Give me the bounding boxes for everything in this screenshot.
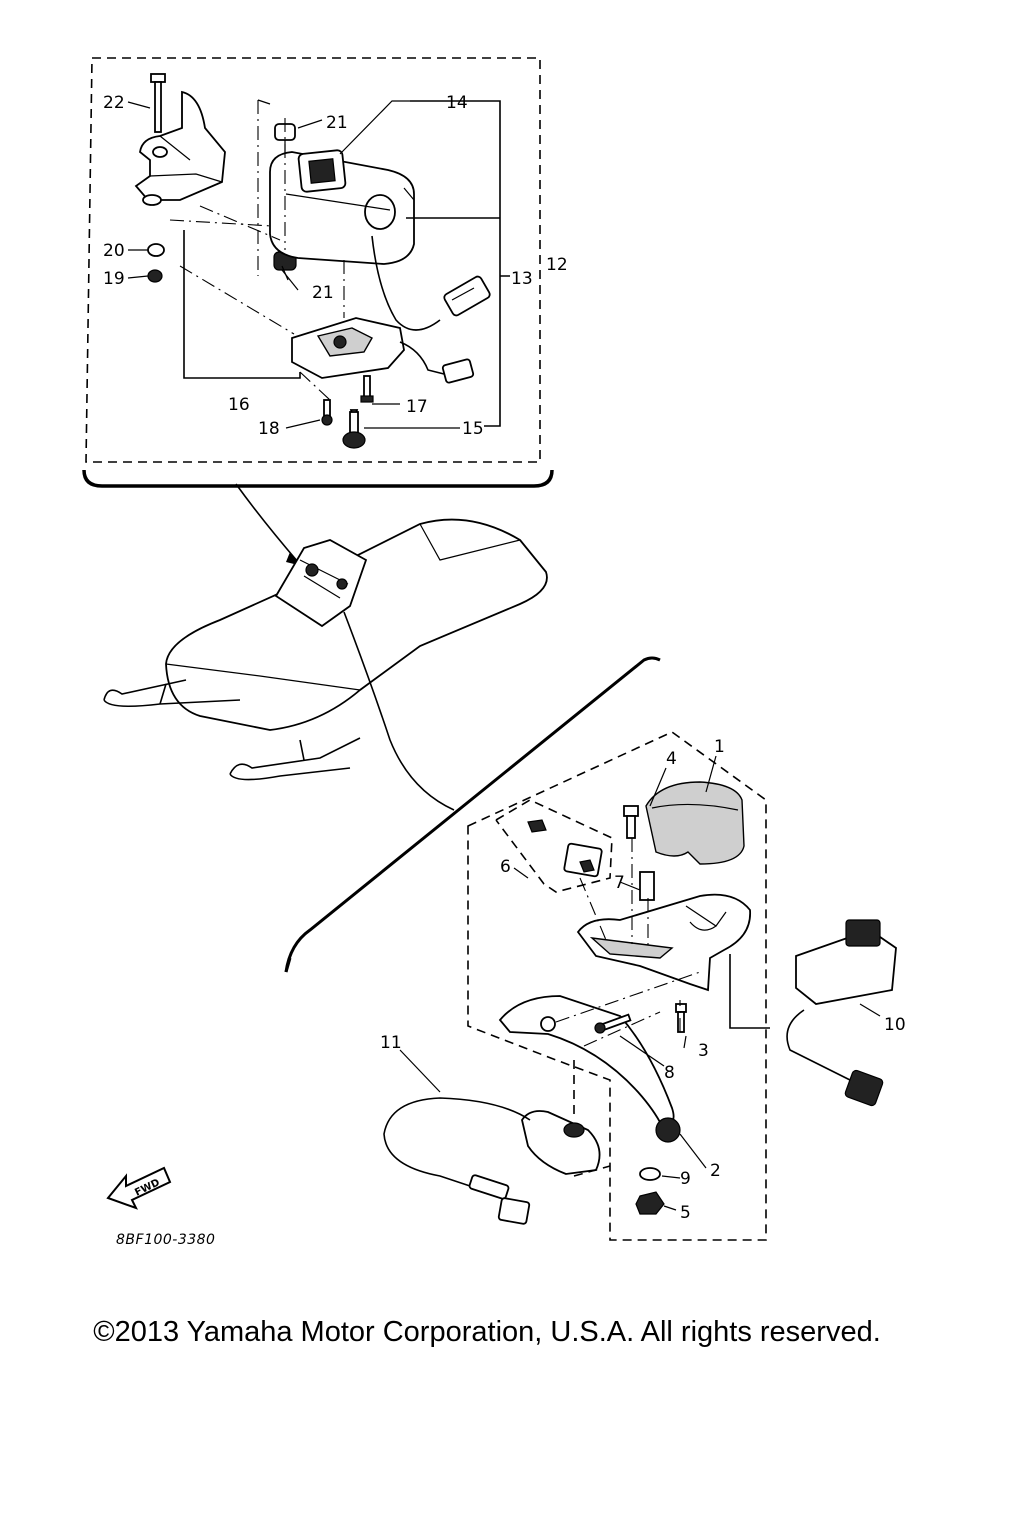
callout-9: 9	[680, 1169, 691, 1189]
switch-unit-10	[786, 919, 897, 1107]
callout-11: 11	[380, 1033, 402, 1053]
callout-14: 14	[446, 93, 468, 113]
callout-19: 19	[103, 269, 125, 289]
callout-4: 4	[666, 749, 677, 769]
connector-16	[441, 358, 475, 384]
callout-22: 22	[103, 93, 125, 113]
callout-10: 10	[884, 1015, 906, 1035]
parts-diagram: 22 21 14 12 13 20 19 21 16 17 18 15	[82, 57, 906, 1248]
screw-8	[594, 1013, 632, 1034]
top-detail-inset	[82, 57, 554, 488]
callout-15: 15	[462, 419, 484, 439]
copyright-notice: ©2013 Yamaha Motor Corporation, U.S.A. A…	[93, 1316, 881, 1348]
switch-base-16	[291, 317, 405, 379]
callout-20: 20	[103, 241, 125, 261]
throttle-sensor-11	[383, 1097, 601, 1225]
switch-housing-14	[269, 149, 415, 265]
callout-12: 12	[546, 255, 568, 275]
nut-5	[635, 1191, 665, 1215]
snowmobile-illustration	[103, 483, 548, 811]
callout-21: 21	[326, 113, 348, 133]
callout-7: 7	[614, 873, 625, 893]
callout-1: 1	[714, 737, 725, 757]
nut-20	[147, 243, 165, 257]
callout-21: 21	[312, 283, 334, 303]
callout-3: 3	[698, 1041, 709, 1061]
bolt-22	[150, 73, 166, 133]
callout-18: 18	[258, 419, 280, 439]
collar-7	[639, 871, 655, 901]
screw-18	[321, 399, 333, 426]
diagram-code: 8BF100-3380	[116, 1232, 215, 1248]
bottom-detail	[383, 731, 897, 1241]
screw-4	[623, 805, 639, 839]
callout-2: 2	[710, 1161, 721, 1181]
callout-13: 13	[511, 269, 533, 289]
throttle-lever-2	[498, 995, 681, 1143]
callout-16: 16	[228, 395, 250, 415]
callout-5: 5	[680, 1203, 691, 1223]
connector-13	[443, 275, 491, 317]
nut-19	[147, 269, 163, 283]
bolt-3	[675, 1003, 687, 1033]
callout-6: 6	[500, 857, 511, 877]
screw-17	[360, 375, 374, 403]
screw-15	[342, 409, 366, 449]
connector-6	[527, 819, 603, 878]
callout-17: 17	[406, 397, 428, 417]
washer-9	[639, 1167, 661, 1181]
mounting-bracket	[134, 90, 226, 206]
callout-8: 8	[664, 1063, 675, 1083]
fwd-arrow-icon: FWD	[106, 1166, 172, 1210]
